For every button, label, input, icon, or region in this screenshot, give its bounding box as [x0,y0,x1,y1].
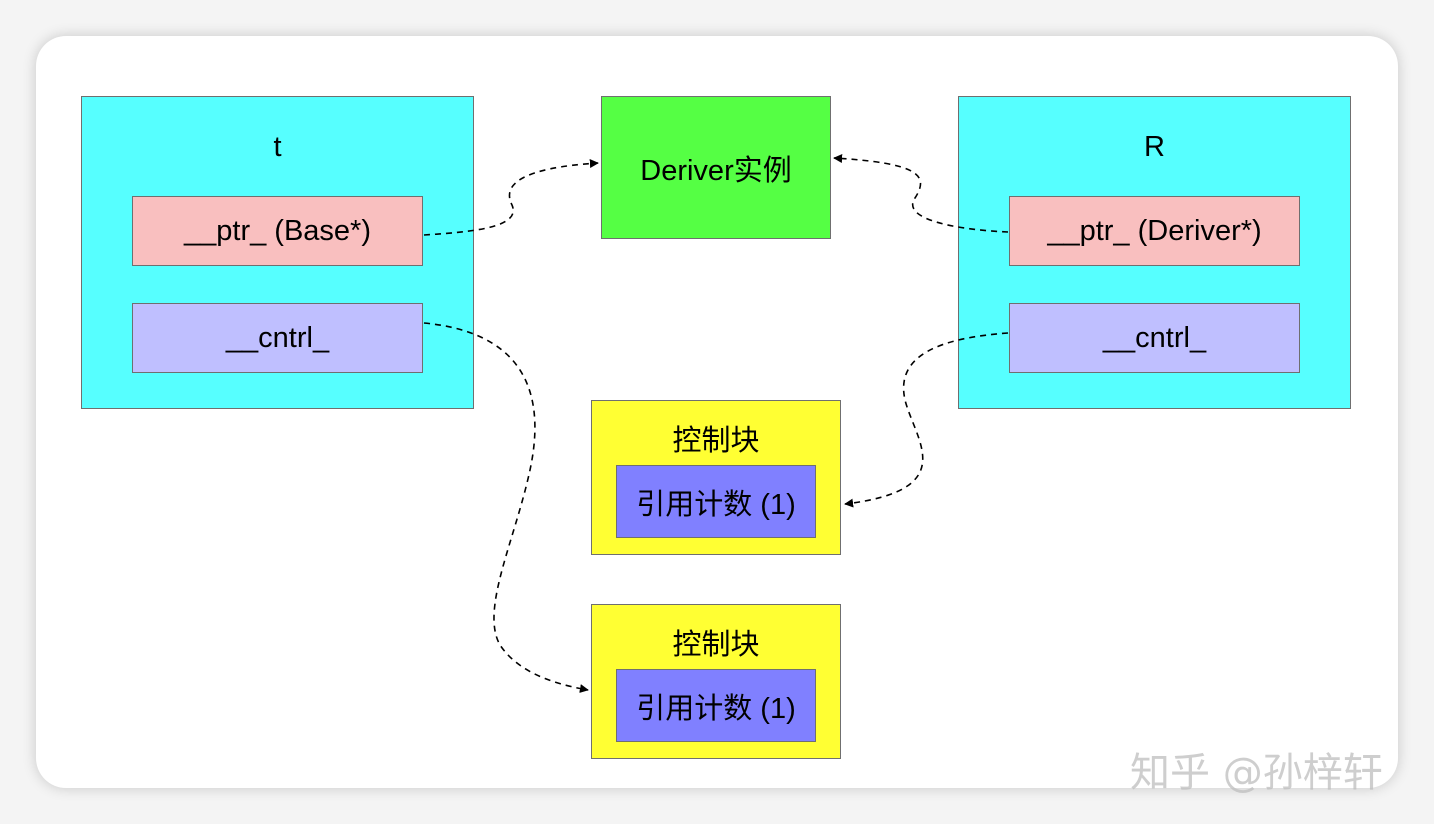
object-r-cntrl-field: __cntrl_ [1009,303,1300,373]
object-t-cntrl-field: __cntrl_ [132,303,423,373]
object-t-title: t [273,131,282,163]
object-r-title: R [1144,131,1165,163]
control-block-1-ref-count: 引用计数 (1) [616,465,816,538]
watermark: 知乎 @孙梓轩 [1130,750,1383,796]
object-t-ptr-field: __ptr_ (Base*) [132,196,423,266]
arrow-r-cntrl-to-control-block-1 [844,332,1009,508]
object-r-ptr-field: __ptr_ (Deriver*) [1009,196,1300,266]
arrow-r-ptr-to-instance [833,153,1009,233]
control-block-1-title: 控制块 [672,425,760,457]
arrow-t-cntrl-to-control-block-2 [423,322,589,694]
control-block-2-ref-count: 引用计数 (1) [616,669,816,742]
control-block-2-title: 控制块 [672,629,760,661]
arrow-t-ptr-to-instance [423,159,599,236]
deriver-instance: Deriver实例 [601,96,831,239]
